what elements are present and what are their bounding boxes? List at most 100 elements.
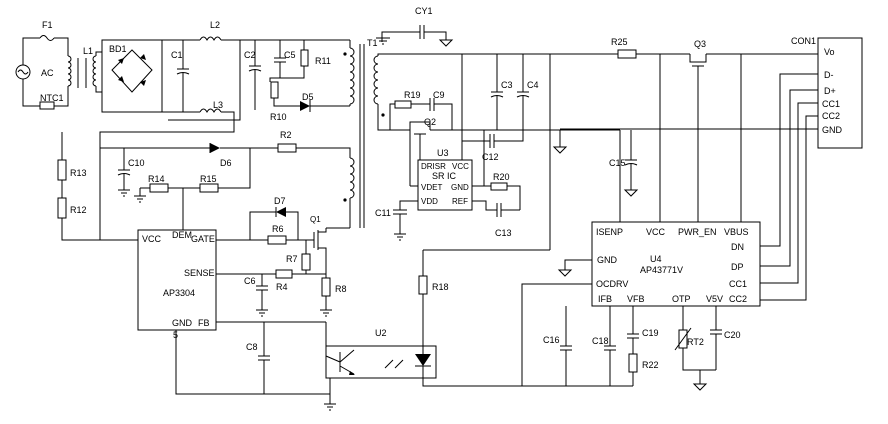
diode-d7 xyxy=(276,207,286,217)
mosfet-q3 xyxy=(689,54,707,230)
ground-icon xyxy=(692,383,708,391)
ap3304-pin-dem: DEM xyxy=(172,230,192,240)
t1-label: T1 xyxy=(367,38,378,48)
capacitor-c6 xyxy=(256,285,268,291)
resistor-r4 xyxy=(275,269,293,279)
r4-label: R4 xyxy=(276,282,288,292)
r6-label: R6 xyxy=(272,224,284,234)
fuse-f1 xyxy=(39,35,55,41)
c16-label: C16 xyxy=(543,335,560,345)
resistor-r8 xyxy=(321,277,331,297)
c15-label: C15 xyxy=(609,158,626,168)
r8-label: R8 xyxy=(335,284,347,294)
ac-sine-icon xyxy=(17,69,29,75)
u4-pin-ifb: IFB xyxy=(598,294,612,304)
ground-icon xyxy=(394,214,406,241)
mosfet-q1 xyxy=(313,228,327,260)
u4-label: U4 xyxy=(650,254,662,264)
resistor-r11 xyxy=(300,49,309,67)
resistor-r18 xyxy=(418,275,428,295)
capacitor-c12 xyxy=(489,134,495,148)
c3-label: C3 xyxy=(501,80,513,90)
ap3304-name: AP3304 xyxy=(163,288,195,298)
c1-label: C1 xyxy=(171,50,183,60)
capacitor-c5 xyxy=(274,40,286,78)
u4-pin-dn: DN xyxy=(731,242,744,252)
r14-label: R14 xyxy=(148,174,165,184)
con1-pin-gnd: GND xyxy=(822,125,843,135)
capacitor-c1 xyxy=(176,40,190,112)
c20-label: C20 xyxy=(724,330,741,340)
r25-label: R25 xyxy=(611,37,628,47)
inductor-l1 xyxy=(67,52,97,92)
ap3304-pin-sense: SENSE xyxy=(184,268,215,278)
inductor-l3 xyxy=(199,108,222,113)
l1-label: L1 xyxy=(83,46,93,56)
transformer-t1 xyxy=(343,40,385,228)
r13-label: R13 xyxy=(70,168,87,178)
ap3304-pin-vcc: VCC xyxy=(142,234,162,244)
capacitor-c15 xyxy=(624,159,638,166)
resistor-r12 xyxy=(57,197,67,219)
r20-label: R20 xyxy=(493,172,510,182)
capacitor-c16 xyxy=(560,345,572,351)
c11-label: C11 xyxy=(375,208,391,218)
sr-ic-name: SR IC xyxy=(432,171,457,181)
u4-pin-isenp: ISENP xyxy=(596,227,623,237)
ap3304-pin-fb: FB xyxy=(198,318,210,328)
capacitor-c3 xyxy=(490,54,504,130)
capacitor-c20 xyxy=(710,329,722,335)
ground-icon xyxy=(320,296,332,317)
optocoupler-u2 xyxy=(325,345,437,379)
con1-pin-cc1: CC1 xyxy=(822,99,840,109)
resistor-r25 xyxy=(617,49,637,59)
ground-icon xyxy=(552,146,568,154)
r22-label: R22 xyxy=(642,360,659,370)
ap3304-pin-gnd: GND xyxy=(172,318,193,328)
u4-pin-otp: OTP xyxy=(672,294,691,304)
q3-label: Q3 xyxy=(694,39,706,49)
ground-icon xyxy=(324,403,336,411)
thermistor-ntc1 xyxy=(39,101,55,110)
connector-con1: CON1 Vo D- D+ CC1 CC2 GND xyxy=(791,36,863,149)
c6-label: C6 xyxy=(244,276,256,286)
r10-label: R10 xyxy=(270,112,287,122)
c13-label: C13 xyxy=(495,228,512,238)
resistor-r20 xyxy=(490,182,508,191)
ic-ap3304: VCC DEM GATE SENSE AP3304 GND FB 5 xyxy=(137,229,217,340)
ground-icon xyxy=(134,188,146,203)
u4-pin-vbus: VBUS xyxy=(724,227,749,237)
resistor-r10 xyxy=(270,81,279,99)
u4-pin-v5v: V5V xyxy=(706,294,723,304)
c9-label: C9 xyxy=(433,90,445,100)
diode-d6 xyxy=(210,143,220,153)
ground-icon xyxy=(256,290,268,317)
ground-icon xyxy=(557,269,573,277)
l3-label: L3 xyxy=(213,100,223,110)
rt2-label: RT2 xyxy=(687,337,704,347)
inductor-l2 xyxy=(199,36,222,41)
l2-label: L2 xyxy=(210,20,220,30)
bridge-rectifier-bd1: BD1 xyxy=(101,39,163,113)
capacitor-c4 xyxy=(516,54,530,130)
ic-sr-u3: U3 DRISR VCC SR IC VDET GND VDD REF xyxy=(417,148,473,211)
capacitor-c8 xyxy=(258,355,270,361)
resistor-r13 xyxy=(57,159,67,181)
sr-pin-vdet: VDET xyxy=(421,183,442,192)
ac-label: AC xyxy=(41,68,54,78)
c19-label: C19 xyxy=(642,328,659,338)
resistor-r15 xyxy=(199,183,219,193)
capacitor-c18 xyxy=(604,345,616,351)
ac-input-section: AC F1 NTC1 L1 xyxy=(15,20,103,112)
ground-icon xyxy=(623,189,639,197)
u4-pin-cc2: CC2 xyxy=(729,294,747,304)
ntc1-label: NTC1 xyxy=(40,93,64,103)
sr-pin-gnd: GND xyxy=(451,183,469,192)
resistor-r14 xyxy=(149,183,169,193)
u4-pin-vcc: VCC xyxy=(646,227,666,237)
ground-icon xyxy=(438,39,454,47)
ground-icon xyxy=(376,37,390,45)
r19-label: R19 xyxy=(404,90,421,100)
r11-label: R11 xyxy=(315,56,331,66)
